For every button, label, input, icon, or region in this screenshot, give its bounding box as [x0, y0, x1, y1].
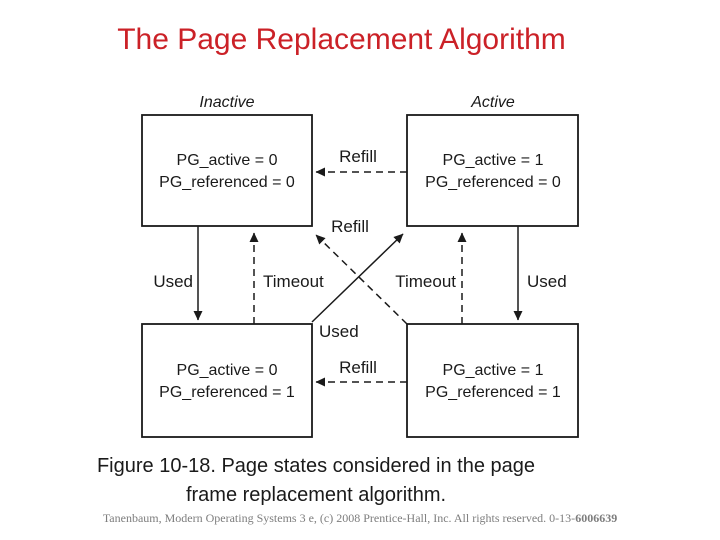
edge-top-refill-label: Refill [339, 147, 377, 166]
state-box-inactive-referenced: PG_active = 0 PG_referenced = 1 [141, 323, 313, 438]
figure-caption-line1: Figure 10-18. Page states considered in … [96, 455, 536, 477]
copyright-text: Tanenbaum, Modern Operating Systems 3 e,… [102, 511, 576, 525]
state-text-line1: PG_active = 1 [443, 362, 544, 379]
column-label-inactive: Inactive [199, 94, 254, 111]
edge-right-used-label: Used [527, 272, 567, 291]
edge-cross-used-arrow [311, 233, 404, 323]
state-text-line2: PG_referenced = 0 [159, 174, 295, 191]
edge-bottom-refill-label: Refill [339, 358, 377, 377]
state-box-active-clean: PG_active = 1 PG_referenced = 0 [406, 114, 579, 227]
edge-left-timeout-label: Timeout [263, 272, 324, 291]
state-rect [406, 114, 579, 227]
edge-cross-used-label: Used [319, 322, 359, 341]
edge-right-timeout-label: Timeout [395, 272, 456, 291]
state-text-line2: PG_referenced = 1 [159, 384, 295, 401]
state-text-line2: PG_referenced = 0 [425, 174, 561, 191]
column-label-active: Active [470, 94, 515, 111]
edge-cross-refill-label: Refill [331, 217, 369, 236]
state-text-line2: PG_referenced = 1 [425, 384, 561, 401]
figure-caption-line2: frame replacement algorithm. [185, 484, 447, 506]
edge-cross-refill-arrow [315, 234, 408, 325]
state-text-line1: PG_active = 1 [443, 152, 544, 169]
state-rect [141, 114, 313, 227]
state-rect [141, 323, 313, 438]
figure-caption: Figure 10-18. Page states considered in … [0, 452, 632, 510]
edge-left-used-label: Used [153, 272, 193, 291]
state-text-line1: PG_active = 0 [177, 152, 278, 169]
state-text-line1: PG_active = 0 [177, 362, 278, 379]
state-box-active-referenced: PG_active = 1 PG_referenced = 1 [406, 323, 579, 438]
state-rect [406, 323, 579, 438]
slide-title: The Page Replacement Algorithm [117, 23, 566, 56]
copyright-code: 6006639 [575, 511, 618, 525]
copyright-footer: Tanenbaum, Modern Operating Systems 3 e,… [5, 511, 715, 526]
state-box-inactive-clean: PG_active = 0 PG_referenced = 0 [141, 114, 313, 227]
